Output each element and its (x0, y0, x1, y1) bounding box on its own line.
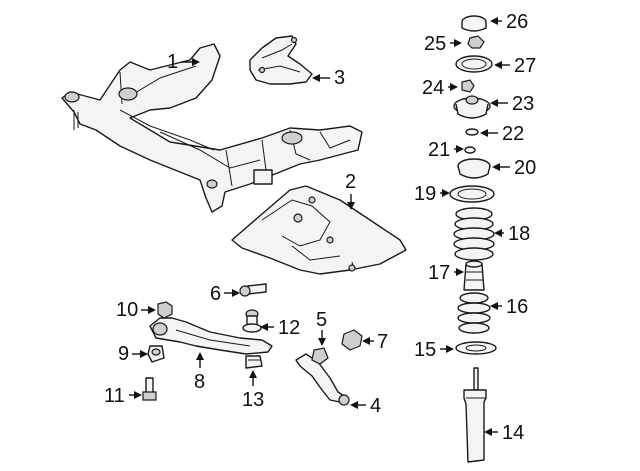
callout-6: 6 (210, 283, 240, 305)
callout-14: 14 (484, 422, 524, 444)
part-spring-seat-19 (449, 185, 495, 203)
svg-text:1: 1 (167, 51, 178, 73)
callout-26: 26 (490, 11, 528, 33)
svg-text:12: 12 (278, 317, 300, 339)
svg-text:15: 15 (414, 339, 436, 361)
callout-22: 22 (480, 123, 524, 145)
part-bolt-6 (239, 283, 267, 297)
part-dust-boot-16 (457, 292, 491, 334)
part-nut-24 (461, 79, 475, 93)
callout-20: 20 (492, 157, 536, 179)
callout-18: 18 (494, 223, 530, 245)
part-ball-joint-12 (242, 309, 262, 333)
part-washer-27 (455, 55, 493, 73)
callout-12: 12 (260, 317, 300, 339)
callout-24: 24 (422, 77, 458, 99)
callout-25: 25 (424, 33, 462, 55)
callout-2: 2 (345, 171, 356, 210)
svg-text:18: 18 (508, 223, 530, 245)
part-nut-25 (467, 35, 485, 49)
svg-text:16: 16 (506, 296, 528, 318)
svg-text:17: 17 (428, 262, 450, 284)
part-nut-13 (245, 355, 263, 369)
callout-13: 13 (242, 370, 264, 411)
part-control-arm (149, 317, 273, 355)
callout-27: 27 (494, 55, 536, 77)
part-cap-26 (461, 15, 487, 32)
callouts: 1 2 3 4 5 6 7 (104, 11, 536, 444)
callout-16: 16 (490, 296, 528, 318)
part-spring-18 (453, 207, 495, 261)
svg-text:13: 13 (242, 389, 264, 411)
part-bolt-11 (142, 377, 157, 401)
callout-11: 11 (104, 385, 142, 407)
part-washer-21 (464, 146, 476, 154)
svg-text:7: 7 (377, 331, 388, 353)
svg-text:4: 4 (370, 395, 381, 417)
callout-7: 7 (362, 331, 388, 353)
part-bushing-9 (147, 345, 165, 363)
part-splash-shield (231, 185, 407, 275)
callout-17: 17 (428, 262, 464, 284)
callout-8: 8 (194, 352, 205, 393)
callout-21: 21 (428, 139, 464, 161)
callout-15: 15 (414, 339, 454, 361)
svg-text:14: 14 (502, 422, 524, 444)
svg-text:11: 11 (104, 385, 125, 407)
callout-9: 9 (118, 343, 148, 365)
callout-1: 1 (167, 51, 200, 73)
part-bump-stop-17 (463, 260, 485, 291)
svg-text:24: 24 (422, 77, 444, 99)
part-upper-mount-23 (453, 95, 491, 119)
svg-text:26: 26 (506, 11, 528, 33)
callout-10: 10 (116, 299, 156, 321)
svg-text:8: 8 (194, 371, 205, 393)
part-heat-shield (249, 35, 313, 85)
callout-19: 19 (414, 183, 450, 205)
svg-text:9: 9 (118, 343, 129, 365)
svg-text:3: 3 (334, 67, 345, 89)
callout-3: 3 (312, 67, 345, 89)
svg-text:21: 21 (428, 139, 450, 161)
part-nut-10 (157, 301, 173, 319)
part-lower-seat-15 (455, 341, 497, 355)
part-bushing-5 (311, 347, 329, 365)
svg-text:6: 6 (210, 283, 221, 305)
part-bearing-20 (457, 158, 491, 179)
callout-23: 23 (490, 93, 534, 115)
svg-text:22: 22 (502, 123, 524, 145)
svg-text:25: 25 (424, 33, 446, 55)
callout-4: 4 (350, 395, 381, 417)
svg-text:23: 23 (512, 93, 534, 115)
part-strut-14 (463, 367, 487, 463)
svg-text:10: 10 (116, 299, 138, 321)
svg-text:20: 20 (514, 157, 536, 179)
part-nut-7 (341, 329, 363, 351)
svg-text:27: 27 (514, 55, 536, 77)
callout-5: 5 (316, 309, 327, 346)
svg-text:2: 2 (345, 171, 356, 193)
svg-text:5: 5 (316, 309, 327, 331)
part-washer-22 (465, 128, 479, 136)
svg-text:19: 19 (414, 183, 436, 205)
part-subframe (61, 43, 363, 213)
